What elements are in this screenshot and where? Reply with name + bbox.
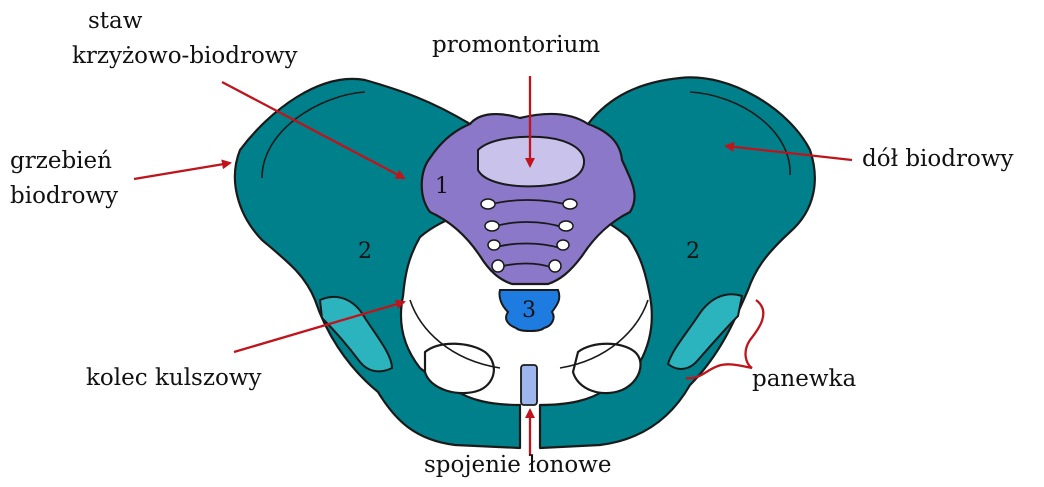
pubic-symphysis — [521, 365, 537, 405]
left-obturator-foramen — [425, 344, 494, 393]
label-staw: staw — [88, 8, 142, 34]
label-dol-biodrowy: dół biodrowy — [862, 146, 1014, 172]
number-sacrum: 1 — [435, 174, 449, 199]
number-ilium-right: 2 — [686, 239, 700, 264]
number-coccyx: 3 — [522, 298, 536, 323]
label-biodrowy: biodrowy — [10, 183, 118, 209]
label-kolec-kulszowy: kolec kulszowy — [86, 365, 262, 391]
arrow-grzebien — [134, 163, 230, 179]
label-panewka: panewka — [752, 366, 856, 392]
number-ilium-left: 2 — [358, 239, 372, 264]
label-spojenie-lonowe: spojenie łonowe — [424, 452, 611, 478]
label-promontorium: promontorium — [432, 32, 600, 58]
label-grzebien: grzebień — [10, 148, 112, 174]
label-krzyzowo-biodrowy: krzyżowo-biodrowy — [72, 43, 298, 69]
